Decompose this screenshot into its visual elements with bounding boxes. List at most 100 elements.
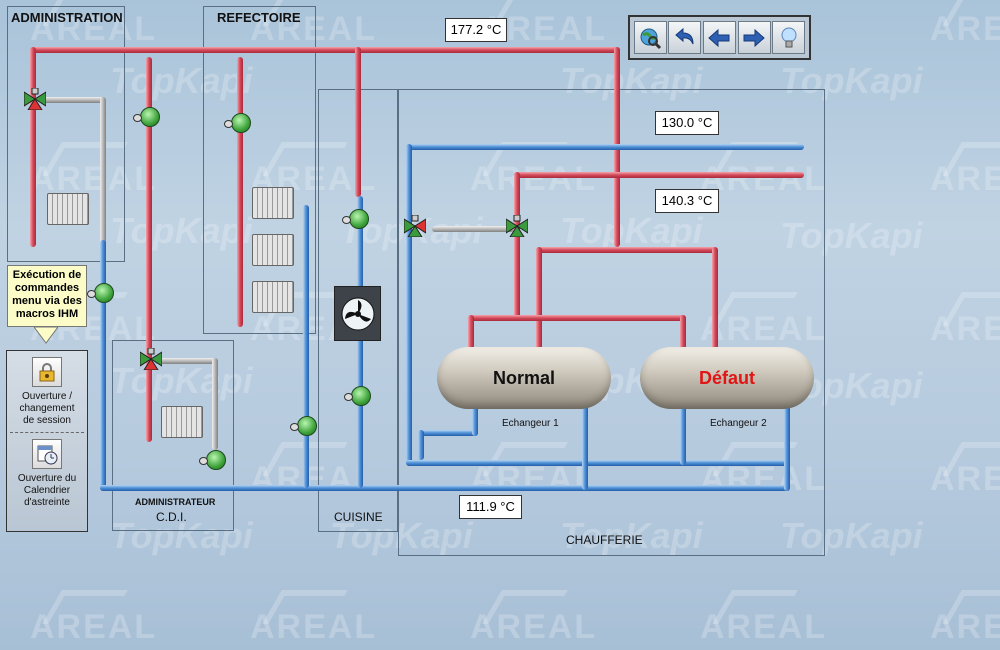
hot-pipe-ex-manifold [468,315,686,321]
pump-icon[interactable] [342,209,369,229]
toolbar [628,15,811,60]
side-panel: Ouverture / changement de session Ouvert… [6,350,88,532]
exchanger-1-label: Echangeur 1 [502,418,559,429]
calendar-button[interactable]: Ouverture du Calendrier d'astreinte [7,439,87,509]
cold-pipe-refectoire [303,205,309,488]
watermark-areal: AREAL [930,460,1000,499]
temp-readout-130: 130.0 °C [655,111,719,135]
zone-label-refectoire: REFECTOIRE [217,10,301,25]
three-way-valve-icon[interactable] [404,215,426,237]
watermark-areal: AREAL [470,608,598,646]
exchanger-1-tank[interactable]: Normal [437,347,611,409]
callout-line: macros IHM [15,308,79,320]
cold-pipe-ex2-right [784,405,790,491]
calendar-label: Calendrier [23,485,71,496]
zone-label-administration: ADMINISTRATION [11,10,123,25]
exchanger-2-status: Défaut [698,367,755,388]
exchanger-1-status: Normal [492,367,555,388]
exchanger-2-tank[interactable]: Défaut [640,347,814,409]
zone-label-cuisine: CUISINE [334,510,383,524]
radiator-icon [252,187,294,219]
pump-icon[interactable] [133,107,160,127]
arrow-left-icon [708,28,730,47]
zone-chaufferie [398,89,825,556]
lightbulb-icon [781,27,797,47]
forward-button[interactable] [737,21,771,54]
zone-label-cdi-line2: C.D.I. [156,510,187,524]
hot-pipe-ex1-left [468,315,474,349]
cold-pipe-chaufferie-left [406,144,412,466]
hot-pipe-cuisine [355,47,361,197]
callout-line: menu via des [12,295,82,307]
three-way-valve-icon[interactable] [140,348,162,370]
hot-pipe-cdi [146,57,152,442]
pump-icon[interactable] [290,416,317,436]
cold-pipe-ex1-out [418,430,478,436]
cold-pipe-ex1-down [472,400,478,436]
macro-callout: Exécution de commandes menu via des macr… [7,265,87,327]
hot-pipe-ex2-top [712,247,718,349]
cold-pipe-ex1-right [582,405,588,490]
hot-pipe-out [514,172,804,178]
radiator-icon [252,281,294,313]
session-button[interactable]: Ouverture / changement de session [7,357,87,427]
hot-pipe-ex-feed [514,172,520,320]
zone-label-chaufferie: CHAUFFERIE [566,533,643,547]
zone-administration [7,6,125,262]
cold-pipe-ex1-link [418,430,424,460]
pump-icon[interactable] [344,386,371,406]
session-label: de session [23,415,71,426]
temp-readout-top: 177.2 °C [445,18,507,42]
watermark-areal: AREAL [30,608,158,646]
hint-button[interactable] [772,21,806,54]
zoom-button[interactable] [633,21,667,54]
undo-arrow-icon [675,27,694,44]
session-label: Ouverture / [21,391,73,402]
return-pipe-admin-h [40,97,105,103]
watermark-areal: AREAL [930,310,1000,349]
divider [10,432,84,433]
return-pipe-cdi-v [212,358,218,450]
calendar-label: Ouverture du [17,473,77,484]
hot-pipe-admin [30,47,36,247]
cold-pipe-ex-return [406,460,790,466]
lock-icon [32,357,62,387]
watermark-areal: AREAL [700,608,828,646]
exchanger-2-label: Echangeur 2 [710,418,767,429]
cold-pipe-main [100,485,790,491]
fan-unit[interactable] [334,286,381,341]
undo-button[interactable] [668,21,702,54]
zone-cdi [112,340,234,531]
callout-line: Exécution de [12,269,82,281]
cold-pipe-ex2-left [680,405,686,465]
radiator-icon [47,193,89,225]
three-way-valve-icon[interactable] [24,88,46,110]
watermark-areal: AREAL [930,10,1000,49]
session-label: changement [19,403,75,414]
pump-icon[interactable] [199,450,226,470]
return-pipe-admin-v [100,97,106,247]
hot-pipe-refectoire [237,57,243,327]
hot-pipe-main [30,47,620,53]
calendar-label: d'astreinte [24,497,70,508]
hot-pipe-ex2-left [680,315,686,349]
callout-pointer-icon [34,327,58,344]
cold-pipe-admin [100,240,106,490]
cold-pipe-cuisine [357,196,363,488]
callout-line: commandes [14,282,80,294]
arrow-right-icon [743,28,765,47]
temp-readout-140: 140.3 °C [655,189,719,213]
pump-icon[interactable] [224,113,251,133]
three-way-valve-icon[interactable] [506,215,528,237]
pump-icon[interactable] [87,283,114,303]
hot-pipe-ex1-top [536,247,542,349]
zone-label-cdi-line1: ADMINISTRATEUR [135,497,216,507]
fan-icon [341,297,374,330]
zone-refectoire [203,6,316,334]
watermark-areal: AREAL [250,608,378,646]
watermark-areal: AREAL [930,608,1000,647]
hot-pipe-ex-top [536,247,716,253]
cold-pipe-out [406,144,804,150]
back-button[interactable] [702,21,736,54]
calendar-clock-icon [32,439,62,469]
